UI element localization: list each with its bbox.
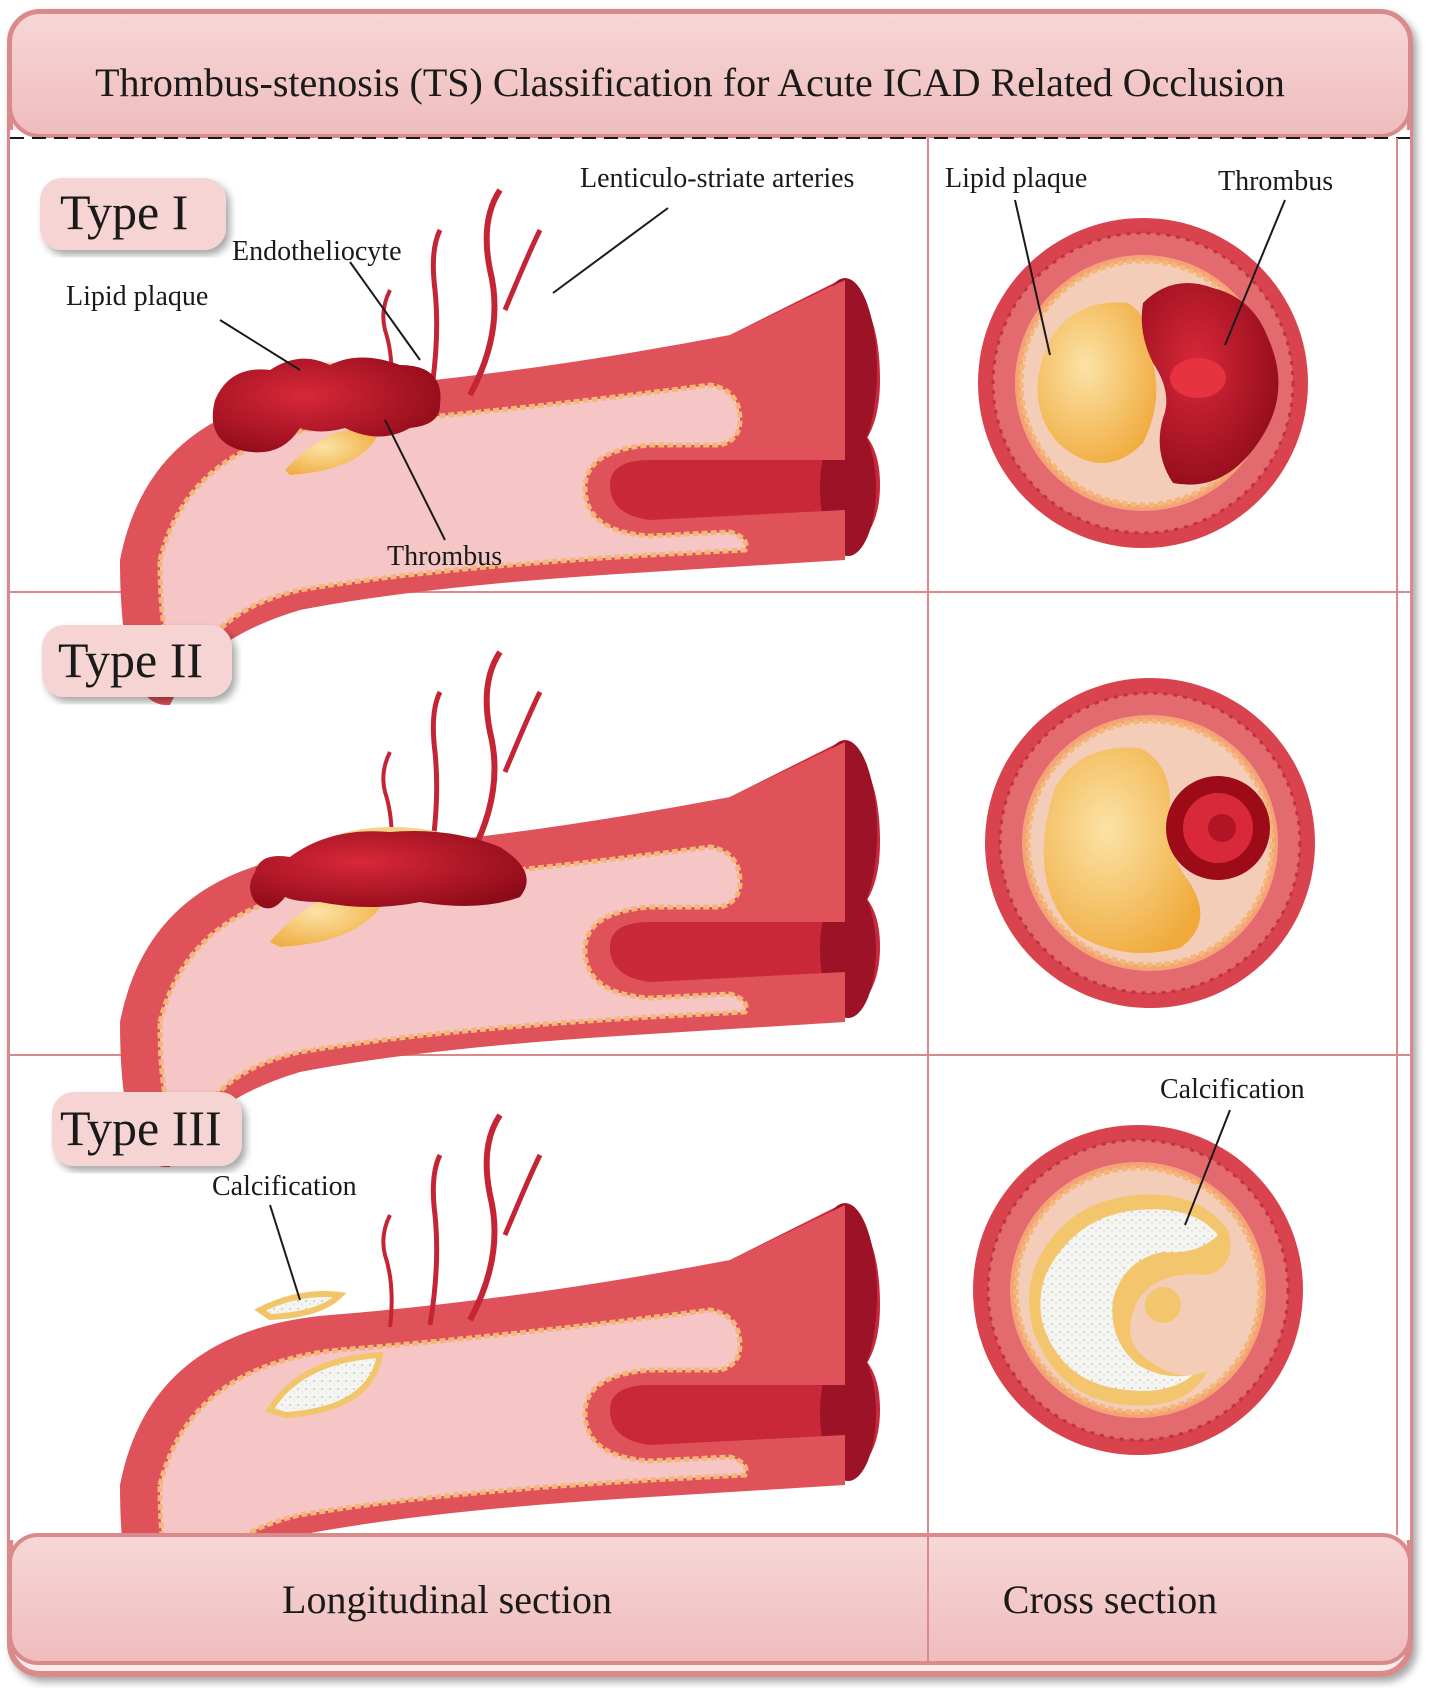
type-3-label: Type III [60, 1100, 222, 1156]
label-cross-thrombus: Thrombus [1218, 166, 1333, 197]
type-2-label: Type II [58, 632, 203, 688]
footer-cross: Cross section [1003, 1577, 1217, 1622]
type-3-calc-upper [254, 1291, 347, 1321]
header-bar [8, 10, 1412, 138]
leader-lenticulo [552, 207, 669, 294]
type-1-thrombus [212, 357, 441, 453]
leader-cross-lipid [1014, 199, 1051, 356]
type-1-lipid-plaque-lower [285, 428, 380, 475]
type-3-badge [52, 1092, 242, 1166]
header-title: Thrombus-stenosis (TS) Classification fo… [95, 60, 1285, 105]
type-2-longitudinal-vessel [120, 652, 880, 1167]
footer-longitudinal: Longitudinal section [282, 1577, 612, 1622]
type-2-thrombus [250, 831, 527, 909]
leader-cross-thrombus [1224, 199, 1286, 346]
leader-cross-calc [1184, 1109, 1231, 1226]
label-calcification: Calcification [212, 1171, 357, 1202]
type-2-cross-section [985, 678, 1315, 1008]
type-3-cross-calcification [1040, 1209, 1218, 1391]
row-type-3: Type III Calcification Calcification [52, 1074, 1305, 1630]
type-1-badge [40, 178, 226, 250]
label-cross-calcification: Calcification [1160, 1074, 1305, 1105]
type-1-longitudinal-vessel [120, 190, 880, 705]
label-thrombus: Thrombus [387, 541, 502, 572]
leader-endothelio [349, 261, 421, 361]
leader-calc [269, 1204, 301, 1301]
type-2-badge [42, 625, 232, 697]
label-cross-lipid-plaque: Lipid plaque [945, 163, 1087, 194]
leader-thrombus [384, 419, 446, 541]
type-1-cross-lipid [1037, 302, 1157, 463]
row-type-2: Type II [42, 625, 1315, 1167]
footer-bar [8, 1533, 1412, 1665]
label-lipid-plaque: Lipid plaque [66, 281, 208, 312]
type-3-calc-lower [265, 1351, 384, 1419]
type-2-cross-lipid [1043, 747, 1201, 953]
label-endotheliocyte: Endotheliocyte [232, 236, 402, 267]
type-3-cross-section [973, 1125, 1303, 1455]
leader-lipid [219, 319, 301, 371]
type-1-label: Type I [60, 184, 188, 240]
label-lenticulo-striate: Lenticulo-striate arteries [580, 163, 854, 194]
type-3-longitudinal-vessel [120, 1115, 880, 1630]
row-type-1: Type I Lenticulo-striate arteries Endoth… [40, 163, 1333, 705]
type-1-cross-section [978, 218, 1308, 548]
